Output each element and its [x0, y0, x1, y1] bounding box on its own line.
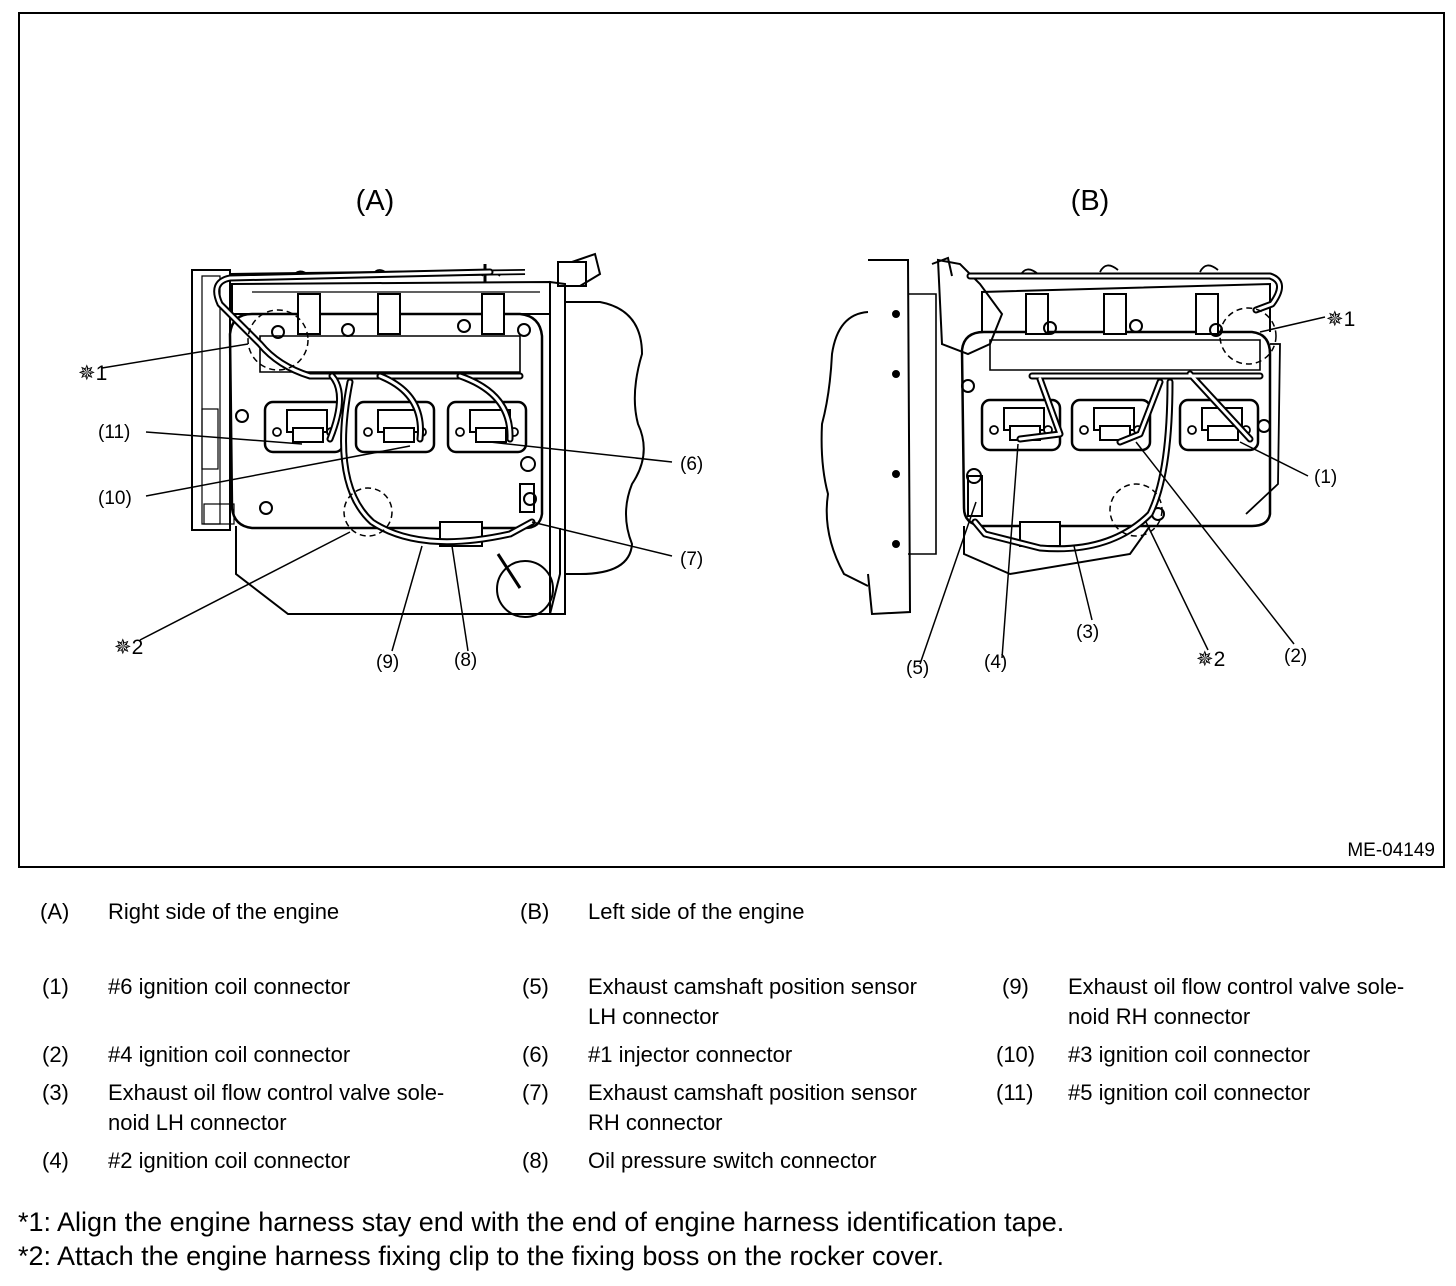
legend-item-num: (10)	[996, 1042, 1036, 1067]
legend-item-text: #2 ignition coil connector	[108, 1148, 351, 1173]
legend-item-text: #3 ignition coil connector	[1068, 1042, 1311, 1067]
callout-a-9: (9)	[376, 652, 399, 673]
legend-item-text: Exhaust oil flow control valve sole-	[1068, 974, 1405, 999]
legend-item-text-cont: RH connector	[588, 1110, 723, 1135]
callout-b-1: (1)	[1314, 467, 1337, 488]
view-b-label: (B)	[1071, 185, 1110, 217]
legend-item-text: #4 ignition coil connector	[108, 1042, 351, 1067]
view-b-circles	[1109, 307, 1277, 537]
callout-a-8: (8)	[454, 650, 477, 671]
legend-item-text-cont: LH connector	[588, 1004, 719, 1029]
legend-view-a-num: (A)	[40, 899, 70, 924]
callout-b-star1: ✵1	[1326, 308, 1355, 331]
callout-b-2: (2)	[1284, 646, 1307, 667]
callout-b-3: (3)	[1076, 622, 1099, 643]
callout-b-5: (5)	[906, 658, 929, 679]
view-b-harness	[966, 272, 1283, 553]
legend-item-text: Exhaust camshaft position sensor	[588, 974, 917, 999]
legend-item-text-cont: noid LH connector	[108, 1110, 287, 1135]
legend-item-num: (9)	[1002, 974, 1029, 999]
legend-item-num: (6)	[522, 1042, 549, 1067]
callout-a-6: (6)	[680, 454, 703, 475]
legend-item-text: #5 ignition coil connector	[1068, 1080, 1311, 1105]
view-a-leaders	[101, 343, 673, 652]
legend-item-text: Exhaust oil flow control valve sole-	[108, 1080, 445, 1105]
view-b-leaders	[919, 316, 1326, 665]
legend-item-num: (2)	[42, 1042, 69, 1067]
view-a-circles	[247, 309, 393, 537]
legend-item-num: (7)	[522, 1080, 549, 1105]
callout-a-star2: ✵2	[114, 636, 143, 659]
callout-b-star2: ✵2	[1196, 648, 1225, 671]
callout-a-7: (7)	[680, 549, 703, 570]
note-star1: *1: Align the engine harness stay end wi…	[18, 1207, 1065, 1237]
legend-item-num: (8)	[522, 1148, 549, 1173]
legend-item-num: (11)	[996, 1080, 1034, 1105]
legend-item-num: (1)	[42, 974, 69, 999]
note-star2: *2: Attach the engine harness fixing cli…	[18, 1241, 945, 1271]
legend-item-text: Exhaust camshaft position sensor	[588, 1080, 917, 1105]
callout-a-10: (10)	[98, 488, 132, 509]
view-b-engine	[820, 256, 1281, 616]
legend-view-b-text: Left side of the engine	[588, 899, 805, 924]
legend-item-text: Oil pressure switch connector	[588, 1148, 877, 1173]
view-a-coils	[263, 400, 528, 454]
view-a-label: (A)	[356, 185, 395, 217]
callout-b-4: (4)	[984, 652, 1007, 673]
legend-view-a-text: Right side of the engine	[108, 899, 340, 924]
engine-diagram: (A) (B) ✵1 (11) (10) (6) (7) ✵2 (9) (8) …	[78, 185, 1355, 679]
figure-id: ME-04149	[1347, 840, 1435, 861]
legend-view-b-num: (B)	[520, 899, 550, 924]
callout-a-11: (11)	[98, 422, 130, 443]
legend-item-text: #1 injector connector	[588, 1042, 793, 1067]
legend-item-num: (3)	[42, 1080, 69, 1105]
legend-item-text: #6 ignition coil connector	[108, 974, 351, 999]
callout-a-star1: ✵1	[78, 362, 107, 385]
view-a-harness	[213, 268, 536, 546]
figure-frame: (A) (B) ✵1 (11) (10) (6) (7) ✵2 (9) (8) …	[18, 12, 1445, 868]
legend-item-num: (5)	[522, 974, 549, 999]
legend-item-text-cont: noid RH connector	[1068, 1004, 1251, 1029]
legend-item-num: (4)	[42, 1148, 69, 1173]
